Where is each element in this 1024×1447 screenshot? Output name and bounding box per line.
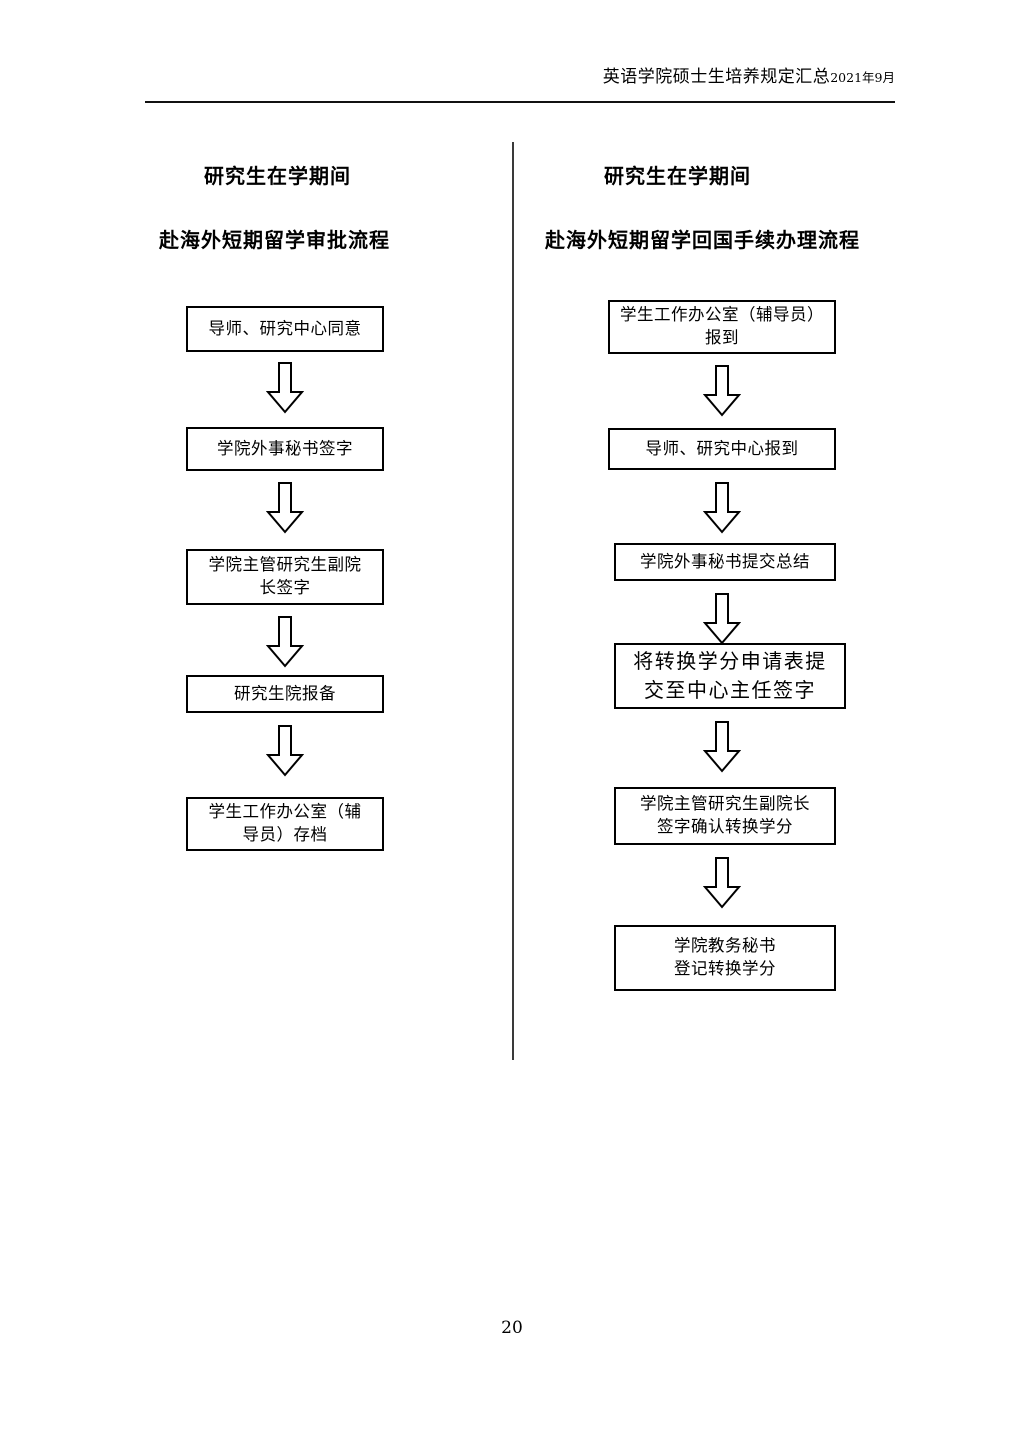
right-flow-box-6-line1: 学院教务秘书 xyxy=(674,936,776,956)
left-flow-box-3-line2: 长签字 xyxy=(259,578,311,597)
right-flow-box-3: 学院外事秘书提交总结 xyxy=(614,543,836,581)
right-flow-box-5-line2: 签字确认转换学分 xyxy=(657,817,793,836)
right-flow-box-1-line2: 报到 xyxy=(705,328,739,347)
left-flow-box-1-line1: 导师、研究中心同意 xyxy=(208,318,362,338)
right-flow-box-6: 学院教务秘书 登记转换学分 xyxy=(614,925,836,991)
header-date: 2021年9月 xyxy=(830,70,895,85)
right-flow-box-6-line2: 登记转换学分 xyxy=(674,959,776,978)
column-divider xyxy=(512,142,514,1060)
down-block-arrow-icon xyxy=(266,482,304,534)
left-flow-box-2: 学院外事秘书签字 xyxy=(186,427,384,471)
left-flow-box-3: 学院主管研究生副院 长签字 xyxy=(186,549,384,605)
right-flow-box-5: 学院主管研究生副院长 签字确认转换学分 xyxy=(614,787,836,845)
right-column-title-line2: 赴海外短期留学回国手续办理流程 xyxy=(545,228,860,252)
right-flow-box-3-line1: 学院外事秘书提交总结 xyxy=(640,551,810,571)
left-flow-box-1: 导师、研究中心同意 xyxy=(186,306,384,352)
left-flow-box-5: 学生工作办公室（辅 导员）存档 xyxy=(186,797,384,851)
down-block-arrow-icon xyxy=(703,482,741,534)
down-block-arrow-icon xyxy=(703,857,741,909)
left-flow-box-4: 研究生院报备 xyxy=(186,675,384,713)
down-block-arrow-icon xyxy=(703,721,741,773)
left-flow-box-5-line2: 导员）存档 xyxy=(242,825,328,844)
left-column-title-line1: 研究生在学期间 xyxy=(204,164,351,188)
down-block-arrow-icon xyxy=(266,362,304,414)
page-header: 英语学院硕士生培养规定汇总2021年9月 xyxy=(145,62,895,87)
down-block-arrow-icon xyxy=(266,725,304,777)
right-flow-box-4: 将转换学分申请表提 交至中心主任签字 xyxy=(614,643,846,709)
right-flow-box-2-line1: 导师、研究中心报到 xyxy=(645,438,799,458)
right-column-title-line1: 研究生在学期间 xyxy=(604,164,751,188)
left-flow-box-3-line1: 学院主管研究生副院 xyxy=(208,555,362,575)
right-flow-box-5-line1: 学院主管研究生副院长 xyxy=(640,794,810,814)
right-flow-box-4-line2: 交至中心主任签字 xyxy=(644,678,816,702)
left-flow-box-5-line1: 学生工作办公室（辅 xyxy=(208,802,362,822)
down-block-arrow-icon xyxy=(266,616,304,668)
page-number: 20 xyxy=(501,1318,523,1338)
left-flow-box-2-line1: 学院外事秘书签字 xyxy=(217,438,353,458)
left-flow-box-4-line1: 研究生院报备 xyxy=(234,683,336,703)
down-block-arrow-icon xyxy=(703,593,741,645)
right-flow-box-1: 学生工作办公室（辅导员） 报到 xyxy=(608,300,836,354)
right-flow-box-1-line1: 学生工作办公室（辅导员） xyxy=(620,305,824,325)
left-column-title-line2: 赴海外短期留学审批流程 xyxy=(159,228,390,252)
right-flow-box-4-line1: 将转换学分申请表提 xyxy=(633,649,827,673)
down-block-arrow-icon xyxy=(703,365,741,417)
header-title: 英语学院硕士生培养规定汇总 xyxy=(602,67,831,87)
header-rule xyxy=(145,101,895,103)
right-flow-box-2: 导师、研究中心报到 xyxy=(608,428,836,470)
